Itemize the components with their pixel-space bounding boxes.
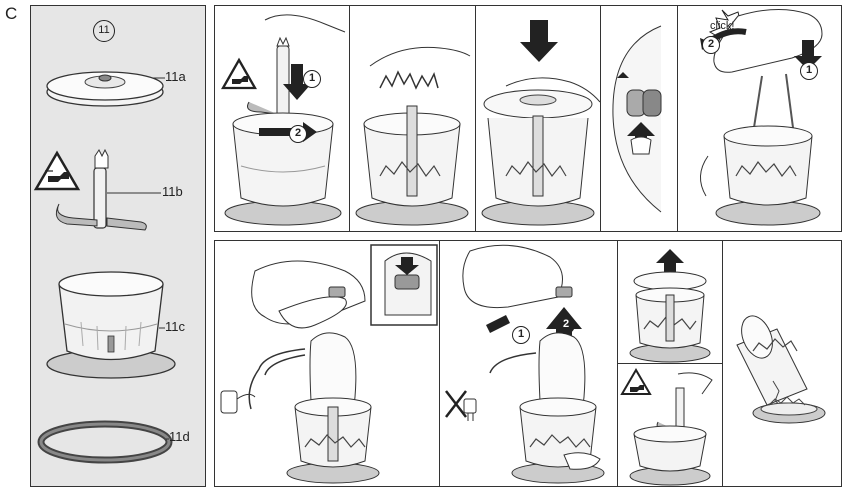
step-9-drawing [723,241,843,488]
section-letter: C [5,4,17,24]
step-7-arrow-2-badge: 2 [557,316,575,334]
step-8b-drawing [618,364,724,488]
step-1-drawing [215,6,351,233]
step-7-drawing [440,241,619,488]
step-5-arrow-1-badge: 1 [800,62,818,80]
step-3-panel [475,5,601,232]
step-6-drawing [215,241,441,488]
step-2-panel [349,5,476,232]
step-5-panel: click! 2 1 [677,5,842,232]
step-1-arrow-2-badge: 2 [289,125,307,143]
parts-panel: 11 11a 11b 11c [30,5,206,487]
step-8a-drawing [618,241,724,365]
step-4-panel [600,5,678,232]
click-label: click! [710,20,734,32]
step-1-arrow-1-badge: 1 [303,70,321,88]
step-1-panel: 1 2 [214,5,350,232]
step-7-panel: 1 2 [439,240,618,487]
step-4-drawing [601,6,679,233]
step-3-drawing [476,6,602,233]
step-9-panel [722,240,842,487]
step-7-arrow-1-badge: 1 [512,326,530,344]
step-8b-panel [617,363,723,487]
step-6-panel [214,240,440,487]
step-2-drawing [350,6,477,233]
part-label-11d: 11d [169,429,190,444]
step-5-arrow-2-badge: 2 [702,36,720,54]
ring-drawing [31,6,207,488]
step-8a-panel [617,240,723,364]
